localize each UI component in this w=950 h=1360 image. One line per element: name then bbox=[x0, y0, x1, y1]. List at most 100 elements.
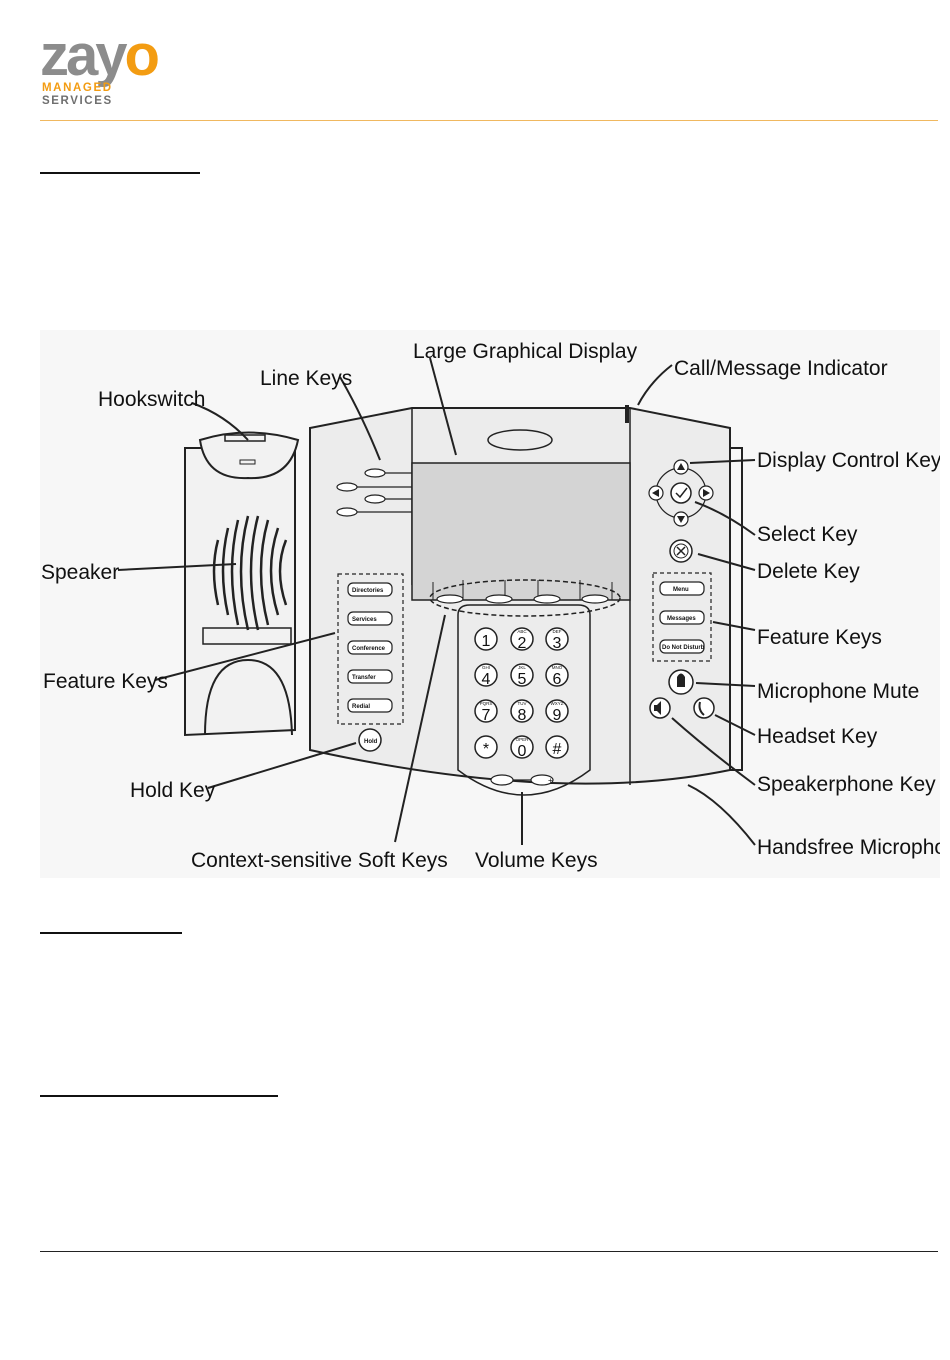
phone-logo-oval bbox=[487, 429, 553, 451]
header-divider bbox=[40, 120, 938, 121]
arrow-left-icon bbox=[652, 489, 659, 497]
phone-diagram: Directories Services Conference Transfer… bbox=[40, 330, 940, 878]
section-heading-underline-3 bbox=[40, 1095, 278, 1097]
label-hold-key: Hold Key bbox=[130, 779, 216, 802]
key-0-digit: 0 bbox=[518, 743, 527, 760]
volume-keys[interactable]: + bbox=[490, 774, 554, 786]
messages-label: Messages bbox=[667, 616, 696, 622]
key-star[interactable] bbox=[474, 735, 498, 759]
key-5-letters: JKL bbox=[518, 665, 526, 670]
speaker-grille bbox=[212, 515, 288, 631]
redial-button[interactable] bbox=[347, 698, 393, 713]
label-hookswitch: Hookswitch bbox=[98, 388, 205, 411]
hold-button[interactable] bbox=[358, 728, 382, 752]
key-2-letters: ABC bbox=[517, 629, 527, 634]
hookswitch-clip bbox=[239, 459, 256, 465]
key-8-letters: TUV bbox=[518, 701, 527, 706]
line-keys bbox=[336, 468, 412, 517]
key-7-letters: PQRS bbox=[480, 701, 493, 706]
menu-label: Menu bbox=[673, 587, 689, 593]
key-6[interactable] bbox=[545, 663, 569, 687]
label-feature-keys-right: Feature Keys bbox=[757, 626, 882, 649]
key-5-digit: 5 bbox=[518, 671, 527, 688]
soft-key-2[interactable] bbox=[485, 594, 513, 604]
section-heading-underline-2 bbox=[40, 932, 182, 934]
key-3-digit: 3 bbox=[553, 635, 562, 652]
key-2-digit: 2 bbox=[518, 635, 527, 652]
key-9-digit: 9 bbox=[553, 707, 562, 724]
speaker-housing bbox=[184, 447, 296, 737]
handset-rest bbox=[204, 658, 293, 736]
key-8-digit: 8 bbox=[518, 707, 527, 724]
key-0[interactable] bbox=[510, 735, 534, 759]
label-large-display: Large Graphical Display bbox=[413, 340, 638, 363]
soft-key-1[interactable] bbox=[436, 594, 464, 604]
logo-wordmark-prefix: zay bbox=[40, 23, 127, 88]
conference-label: Conference bbox=[352, 646, 386, 652]
do-not-disturb-label: Do Not Disturb bbox=[662, 645, 705, 651]
conference-button[interactable] bbox=[347, 640, 393, 655]
label-feature-keys-left: Feature Keys bbox=[43, 670, 168, 693]
zayo-logo: zayo MANAGED SERVICES bbox=[40, 26, 200, 112]
keypad-area bbox=[457, 604, 591, 796]
volume-down-key[interactable] bbox=[490, 774, 514, 786]
label-select-key: Select Key bbox=[757, 523, 858, 546]
logo-services: SERVICES bbox=[42, 95, 113, 107]
label-soft-keys: Context-sensitive Soft Keys bbox=[191, 849, 448, 872]
key-3[interactable] bbox=[545, 627, 569, 651]
arrow-down-icon bbox=[677, 516, 685, 523]
logo-wordmark-o: o bbox=[124, 23, 160, 88]
messages-button[interactable] bbox=[659, 610, 705, 625]
right-feature-keys-group bbox=[652, 572, 712, 662]
key-4-letters: GHI bbox=[482, 665, 490, 670]
volume-up-key[interactable] bbox=[530, 774, 554, 786]
key-hash[interactable] bbox=[545, 735, 569, 759]
key-9[interactable] bbox=[545, 699, 569, 723]
plus-icon: + bbox=[548, 776, 553, 785]
speaker-label-slot bbox=[202, 627, 292, 645]
logo-wordmark: zayo bbox=[40, 23, 160, 88]
headset-icon bbox=[698, 701, 705, 716]
menu-button[interactable] bbox=[659, 581, 705, 596]
key-2[interactable] bbox=[510, 627, 534, 651]
soft-key-dividers bbox=[432, 580, 613, 600]
hookswitch-cradle bbox=[198, 431, 300, 480]
do-not-disturb-button[interactable] bbox=[659, 639, 705, 654]
label-microphone-mute: Microphone Mute bbox=[757, 680, 919, 703]
line-key-4[interactable] bbox=[336, 507, 358, 517]
label-call-message-indicator: Call/Message Indicator bbox=[674, 357, 888, 380]
key-7[interactable] bbox=[474, 699, 498, 723]
label-handsfree-microphone: Handsfree Microphone bbox=[757, 836, 940, 859]
line-key-2[interactable] bbox=[336, 482, 358, 492]
key-1[interactable] bbox=[474, 627, 498, 651]
callout-leader-lines bbox=[117, 357, 756, 846]
key-5[interactable] bbox=[510, 663, 534, 687]
key-star-digit: * bbox=[483, 741, 489, 758]
directories-button[interactable] bbox=[347, 582, 393, 597]
key-6-digit: 6 bbox=[553, 671, 562, 688]
soft-key-3[interactable] bbox=[533, 594, 561, 604]
label-speakerphone-key: Speakerphone Key bbox=[757, 773, 936, 796]
x-icon bbox=[676, 546, 686, 556]
soft-key-4[interactable] bbox=[581, 594, 609, 604]
services-button[interactable] bbox=[347, 611, 393, 626]
line-key-1[interactable] bbox=[364, 468, 386, 478]
label-display-control-keys: Display Control Keys bbox=[757, 449, 940, 472]
left-feature-buttons: Directories Services Conference Transfer… bbox=[347, 582, 393, 713]
line-key-3[interactable] bbox=[364, 494, 386, 504]
section-heading-underline-1 bbox=[40, 172, 200, 174]
label-delete-key: Delete Key bbox=[757, 560, 860, 583]
key-1-digit: 1 bbox=[482, 633, 491, 650]
transfer-button[interactable] bbox=[347, 669, 393, 684]
microphone-icon bbox=[677, 673, 685, 687]
label-volume-keys: Volume Keys bbox=[475, 849, 598, 872]
transfer-label: Transfer bbox=[352, 675, 376, 681]
phone-diagram-svg: Directories Services Conference Transfer… bbox=[40, 330, 940, 878]
key-8[interactable] bbox=[510, 699, 534, 723]
keypad: 1 ABC 2 DEF 3 GHI 4 JKL 5 MNO 6 PQRS 7 T… bbox=[474, 627, 569, 760]
select-key[interactable] bbox=[670, 482, 692, 504]
key-4[interactable] bbox=[474, 663, 498, 687]
hold-label: Hold bbox=[364, 739, 378, 745]
key-3-letters: DEF bbox=[553, 629, 562, 634]
logo-managed: MANAGED bbox=[42, 82, 113, 94]
